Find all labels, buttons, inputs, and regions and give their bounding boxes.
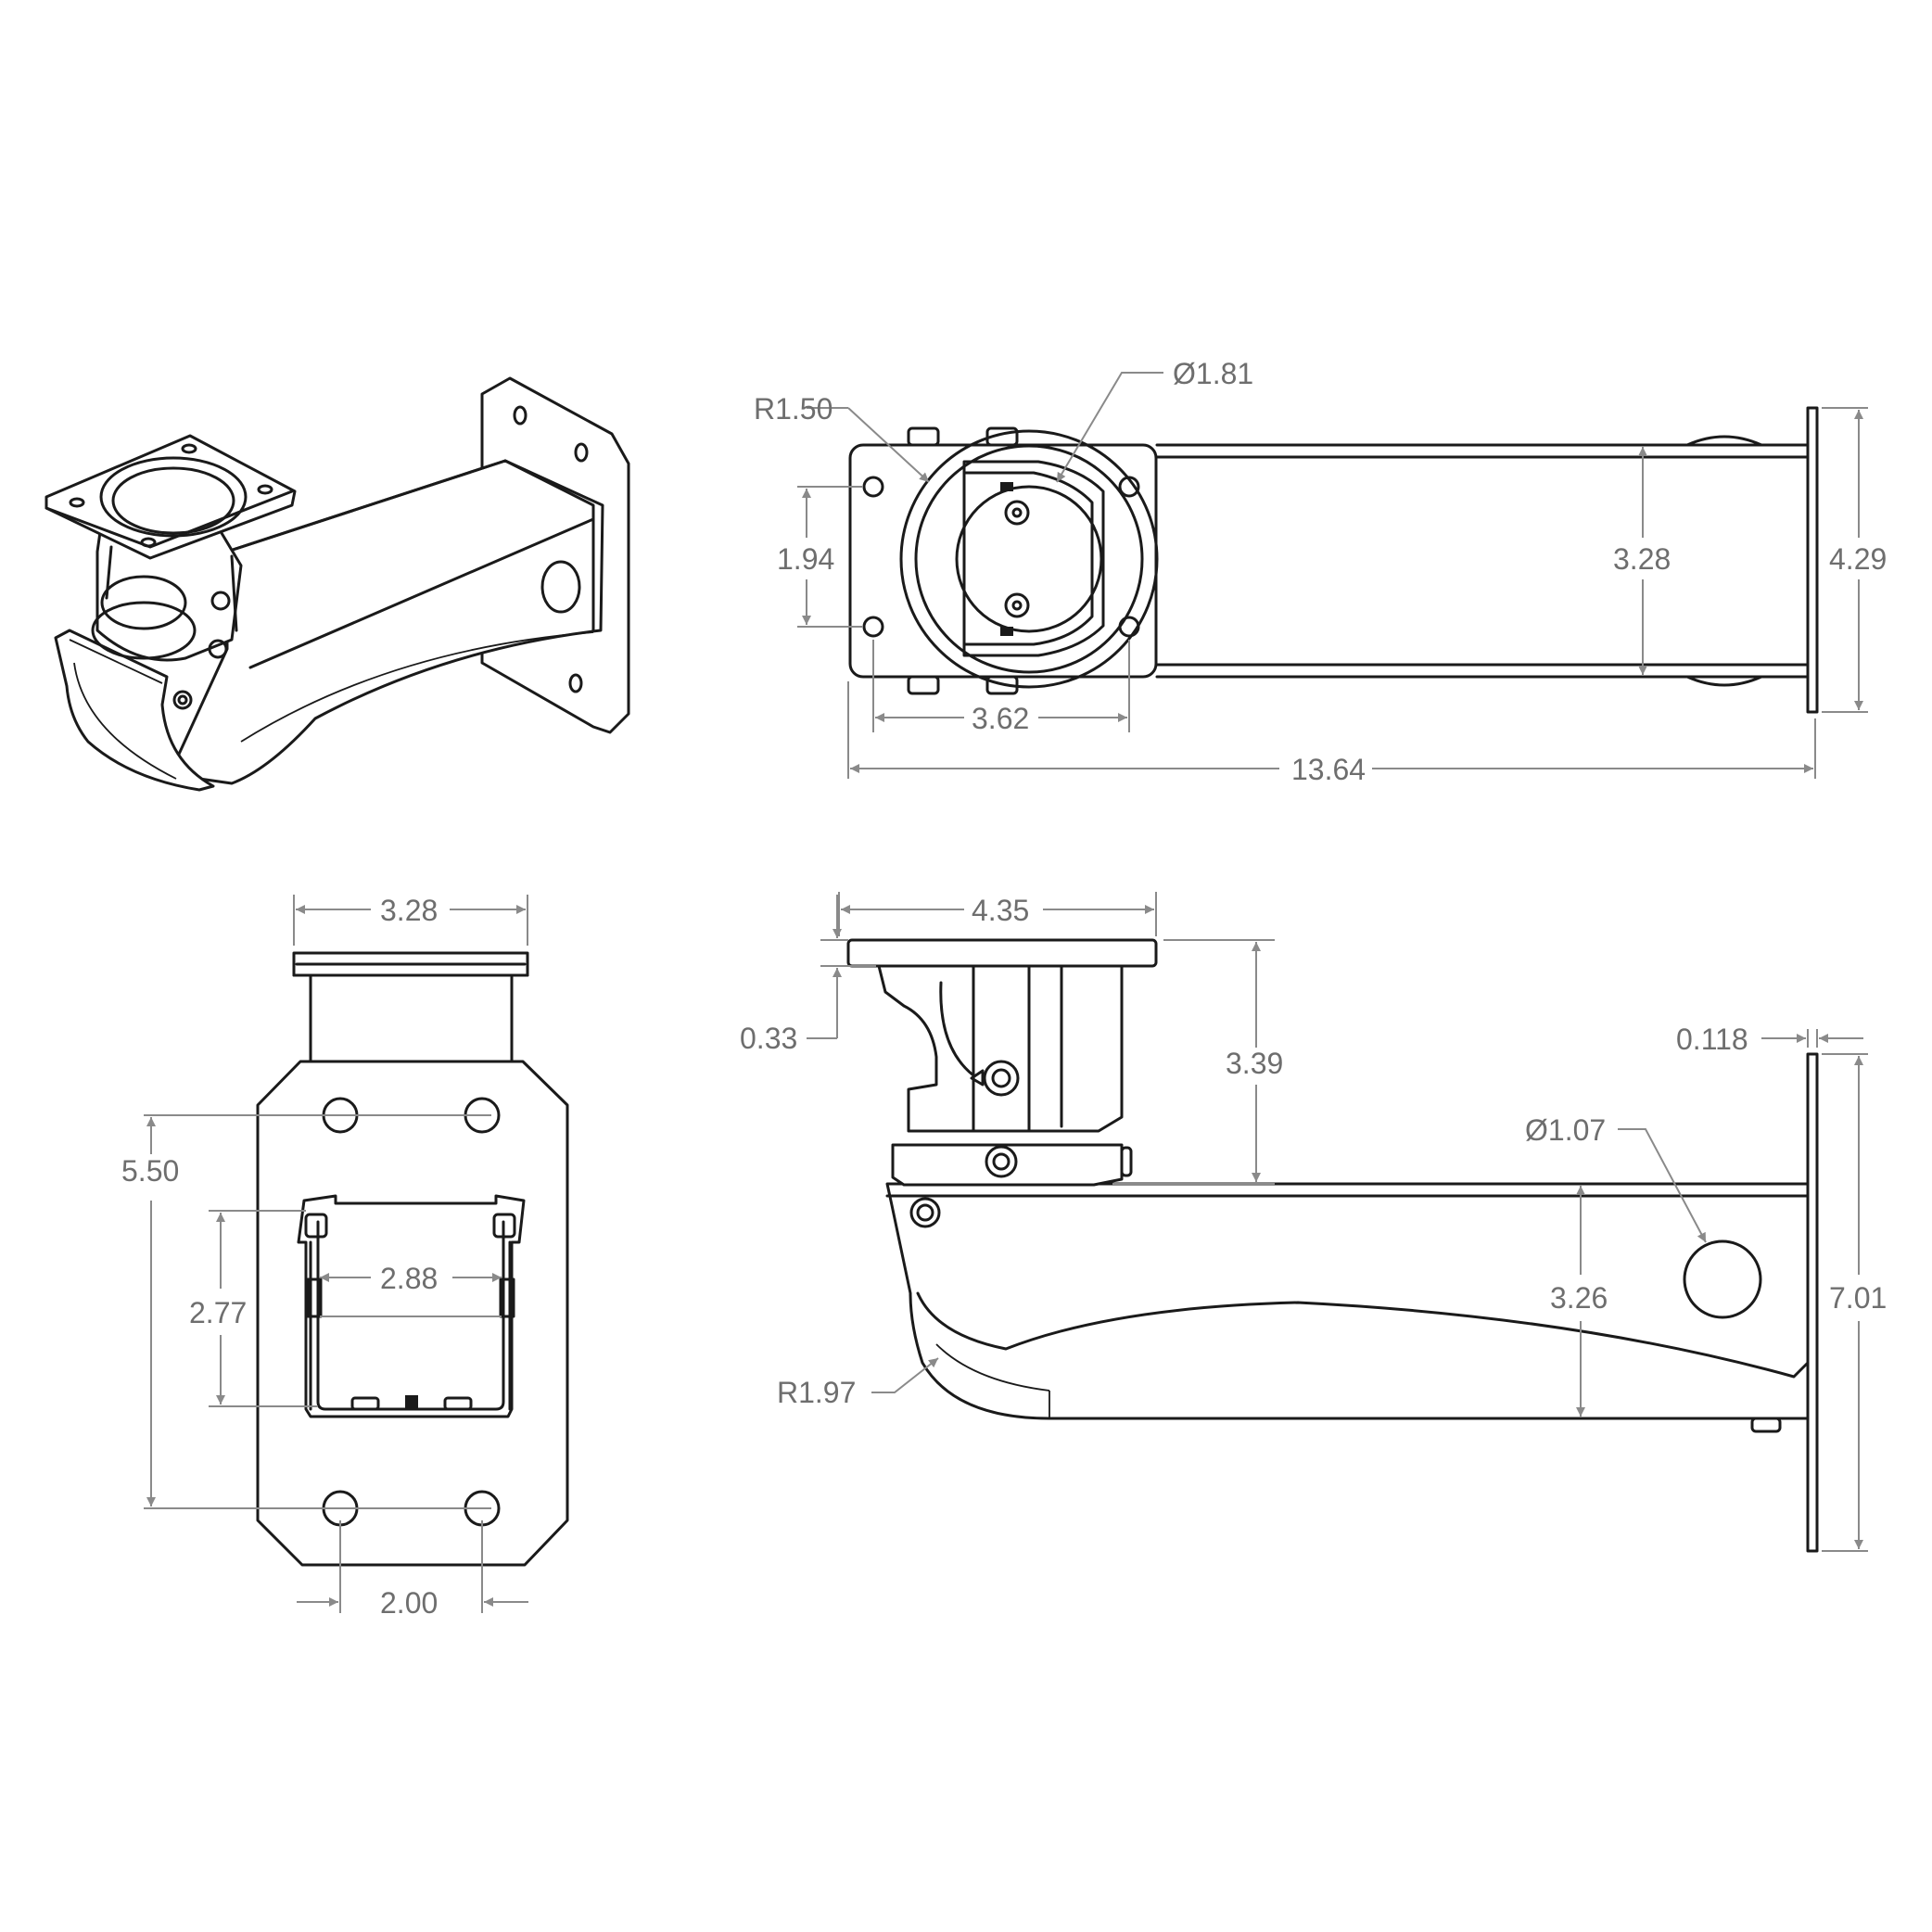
top-wall-plate <box>1806 406 1819 714</box>
dim-side-r-arm: R1.97 <box>777 1376 856 1409</box>
dim-end-window-h: 2.77 <box>189 1296 247 1329</box>
dim-top-hole-h: 3.62 <box>972 702 1029 735</box>
iso-swivel <box>95 517 243 662</box>
dim-end-hole-h: 2.00 <box>380 1586 438 1620</box>
iso-cable-hole <box>540 560 581 614</box>
iso-bottom-cup <box>54 629 215 792</box>
side-cable-hole <box>1683 1239 1762 1319</box>
dim-end-top-width: 3.28 <box>380 894 438 927</box>
dim-top-dia-pipe: Ø1.81 <box>1173 357 1253 390</box>
iso-plate-hole <box>574 442 589 463</box>
iso-arm <box>174 459 604 785</box>
iso-plate-hole <box>568 673 583 693</box>
side-top-flange <box>846 938 1158 968</box>
iso-plate-hole <box>513 405 527 426</box>
dim-top-arm-width: 3.28 <box>1613 542 1671 576</box>
dimensions: R1.50 Ø1.81 1.94 3.28 4.29 3.62 13.64 3.… <box>121 357 1887 1620</box>
dim-top-overall-length: 13.64 <box>1291 753 1366 786</box>
dim-top-plate-height: 4.29 <box>1829 542 1887 576</box>
top-arm <box>1155 443 1810 679</box>
dim-side-plate-thk: 0.118 <box>1676 1023 1748 1056</box>
dim-top-hole-v: 1.94 <box>777 542 834 576</box>
dim-side-hole-dia: Ø1.07 <box>1525 1113 1606 1147</box>
top-pipe <box>955 485 1103 633</box>
side-bracket <box>877 964 1124 1133</box>
dim-side-flange-width: 4.35 <box>972 894 1029 927</box>
isometric-view <box>44 376 630 792</box>
dim-end-window-w: 2.88 <box>380 1262 438 1295</box>
end-view <box>256 951 569 1567</box>
dim-side-plate-height: 7.01 <box>1829 1281 1887 1315</box>
dim-side-flange-thk: 0.33 <box>740 1022 797 1055</box>
side-view <box>846 938 1819 1553</box>
dim-side-head-height: 3.39 <box>1226 1047 1283 1080</box>
end-window <box>297 1194 526 1418</box>
top-view <box>848 406 1819 714</box>
side-arm <box>885 1182 1810 1420</box>
top-flange-radius <box>899 429 1159 689</box>
dim-top-r-flange: R1.50 <box>754 392 833 426</box>
dim-side-arm-height: 3.26 <box>1550 1281 1608 1315</box>
dim-end-hole-v: 5.50 <box>121 1154 179 1188</box>
